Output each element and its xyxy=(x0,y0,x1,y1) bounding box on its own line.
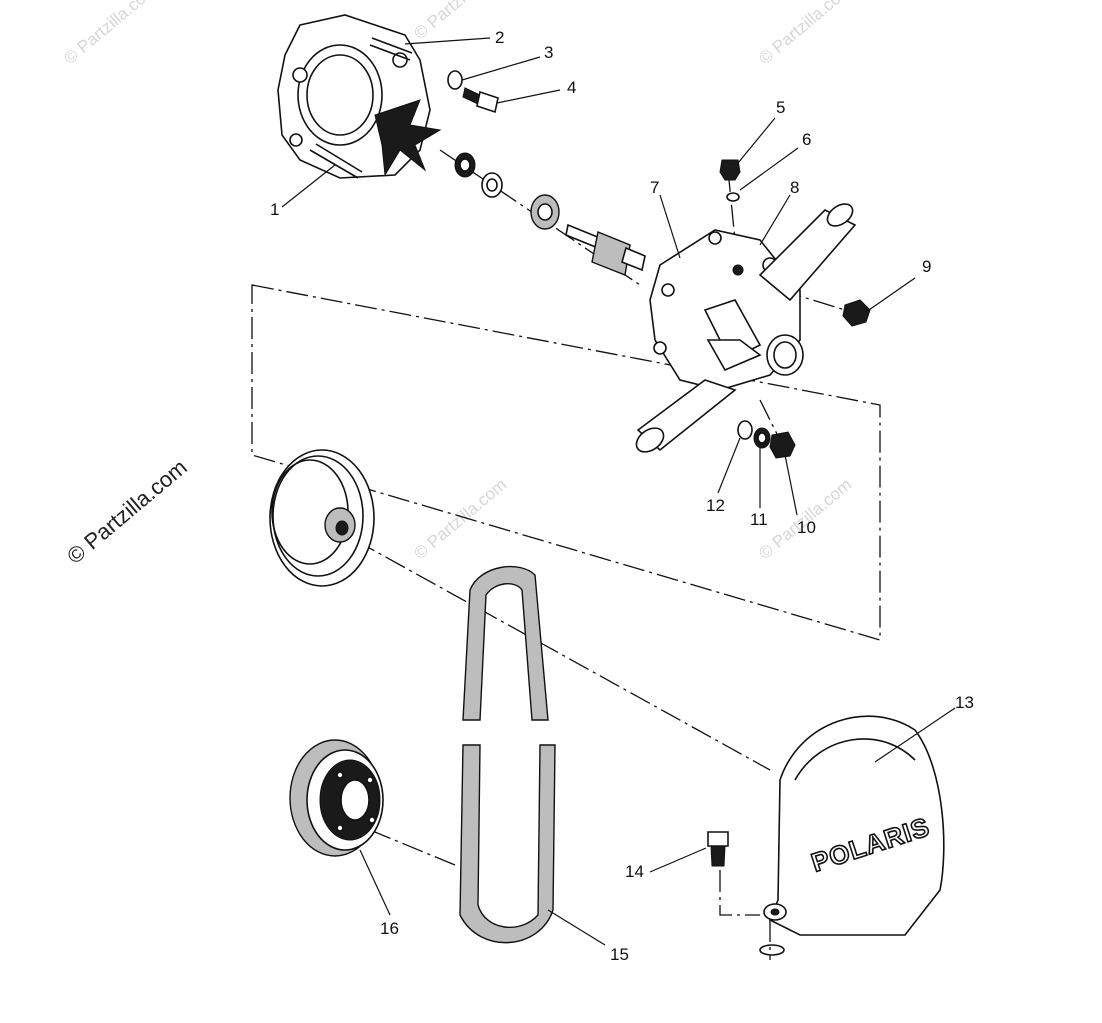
drive-belt xyxy=(459,565,556,944)
callout-15: 15 xyxy=(610,945,629,964)
nut-9 xyxy=(842,299,871,327)
watermark-faint-3: © Partzilla.com xyxy=(755,0,855,68)
callout-4: 4 xyxy=(567,78,576,97)
callout-labels: 1 2 3 4 5 6 7 8 9 10 11 12 13 14 15 16 xyxy=(270,28,974,964)
upper-pulley xyxy=(269,449,375,587)
callout-13: 13 xyxy=(955,693,974,712)
callout-14: 14 xyxy=(625,862,644,881)
watermark-faint-1: © Partzilla.com xyxy=(60,0,160,68)
belt-cover: POLARIS xyxy=(759,715,945,956)
callout-3: 3 xyxy=(544,43,553,62)
callout-1: 1 xyxy=(270,200,279,219)
callout-7: 7 xyxy=(650,178,659,197)
lower-pulley xyxy=(289,739,384,857)
callout-2: 2 xyxy=(495,28,504,47)
nut-washers-10-12 xyxy=(737,420,796,459)
top-bolt-and-washer xyxy=(719,159,741,202)
callout-12: 12 xyxy=(706,496,725,515)
pump-housing xyxy=(635,203,857,453)
pump-cover-plate xyxy=(277,14,442,179)
callout-8: 8 xyxy=(790,178,799,197)
leader-lines xyxy=(281,37,956,946)
callout-16: 16 xyxy=(380,919,399,938)
callout-5: 5 xyxy=(776,98,785,117)
shaft-components xyxy=(454,152,646,276)
callout-11: 11 xyxy=(750,510,768,529)
callout-9: 9 xyxy=(922,257,931,276)
callout-6: 6 xyxy=(802,130,811,149)
bolt-14 xyxy=(707,831,729,867)
callout-10: 10 xyxy=(797,518,816,537)
watermark-main: © Partzilla.com xyxy=(62,454,192,568)
watermark-faint-4: © Partzilla.com xyxy=(410,475,510,563)
